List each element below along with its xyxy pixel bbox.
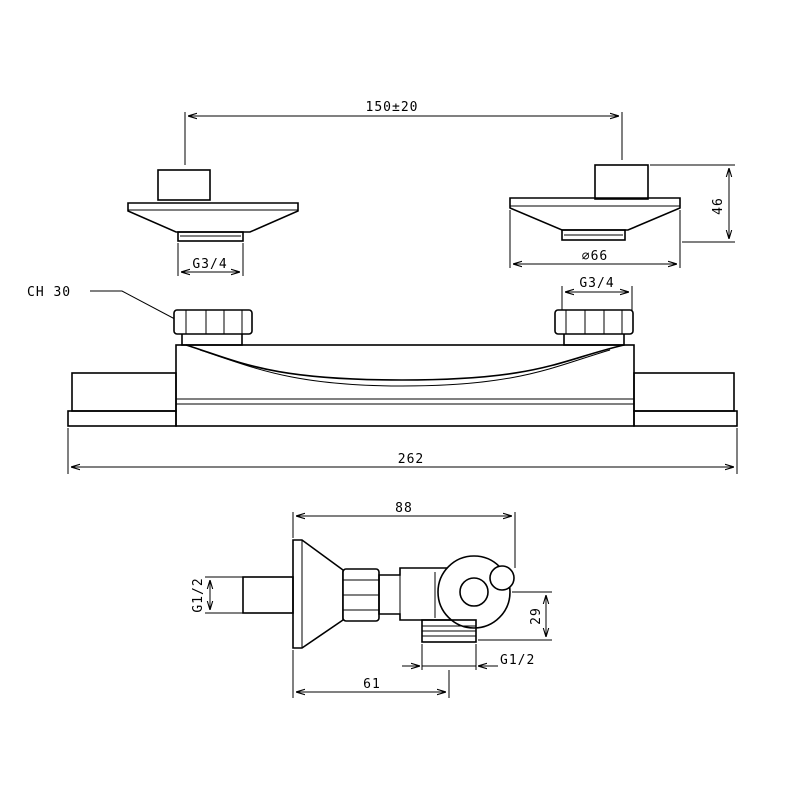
left-thread-label: G3/4 xyxy=(192,257,227,272)
center-distance-dimension: 150±20 xyxy=(184,100,623,165)
hex-size-label: CH 30 xyxy=(27,285,71,300)
escutcheon-height-dimension: 46 xyxy=(650,164,735,243)
center-distance-label: 150±20 xyxy=(366,100,419,115)
outlet-height-dimension: 29 xyxy=(478,591,552,641)
outlet-offset-label: 61 xyxy=(363,677,381,692)
overall-length-label: 262 xyxy=(398,452,424,467)
outlet-thread-label: G1/2 xyxy=(500,653,535,668)
outlet-height-label: 29 xyxy=(529,607,544,625)
right-escutcheon xyxy=(509,164,681,241)
escutcheon-diameter-label: ⌀66 xyxy=(582,249,608,264)
side-inlet-thread-label: G1/2 xyxy=(191,577,206,612)
escutcheon-height-label: 46 xyxy=(711,197,726,215)
left-thread-dimension: G3/4 xyxy=(177,243,244,276)
depth-label: 88 xyxy=(395,501,413,516)
escutcheon-diameter-dimension: ⌀66 xyxy=(509,210,681,268)
depth-dimension: 88 xyxy=(292,501,516,568)
outlet-thread-dimension: G1/2 xyxy=(402,644,535,670)
outlet-offset-dimension: 61 xyxy=(292,650,450,698)
left-escutcheon xyxy=(127,169,299,242)
hex-size-callout: CH 30 xyxy=(27,285,190,327)
right-thread-label: G3/4 xyxy=(579,276,614,291)
overall-length-dimension: 262 xyxy=(67,428,738,474)
valve-side-view xyxy=(242,539,515,649)
right-thread-dimension: G3/4 xyxy=(561,276,633,312)
side-inlet-thread-dimension: G1/2 xyxy=(191,576,243,614)
valve-body-front xyxy=(67,309,738,427)
